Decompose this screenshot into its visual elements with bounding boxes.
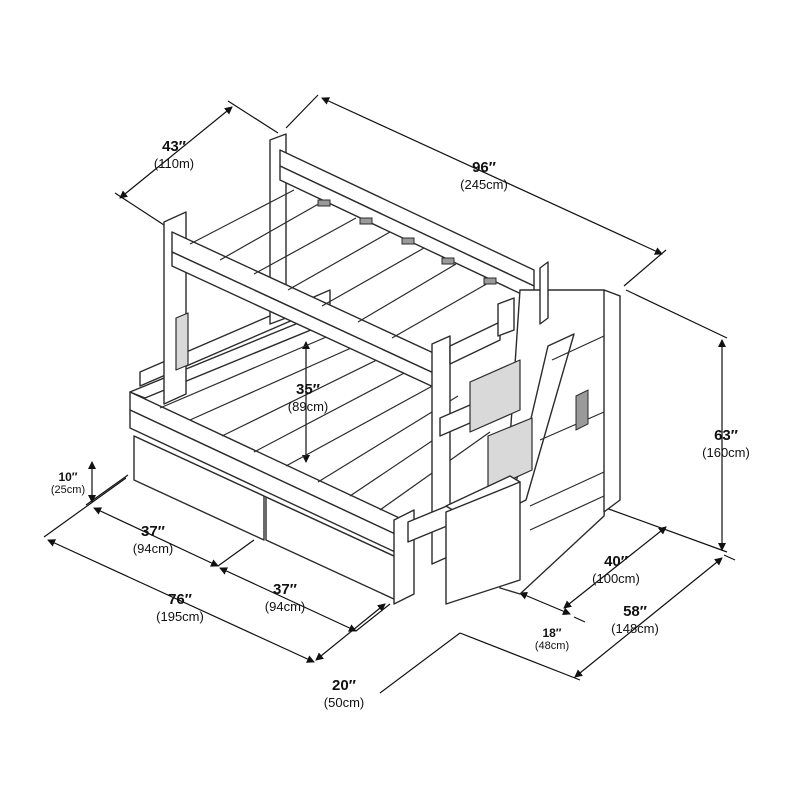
dimension-label-length-top: 96″(245cm) — [460, 159, 508, 193]
dimension-label-drawer-height: 10″(25cm) — [50, 470, 86, 497]
dimension-label-stair-depth: 40″(100cm) — [592, 553, 640, 587]
dimension-label-height: 63″(160cm) — [702, 427, 750, 461]
dimension-label-total-width: 58″(148cm) — [611, 603, 659, 637]
dimension-lines — [43, 94, 736, 694]
dimension-label-stair-width: 18″(48cm) — [534, 626, 570, 653]
dimension-label-bunk-clearance: 35″(89cm) — [287, 381, 329, 415]
bed-structure — [129, 133, 621, 605]
dimension-label-drawer-depth: 20″(50cm) — [323, 677, 365, 711]
dimension-label-depth-top: 43″(110m) — [153, 138, 195, 172]
dimension-label-drawer-width-1: 37″(94cm) — [132, 523, 174, 557]
dimension-label-drawer-width-2: 37″(94cm) — [264, 581, 306, 615]
dimension-label-bed-length: 76″(195cm) — [156, 591, 204, 625]
